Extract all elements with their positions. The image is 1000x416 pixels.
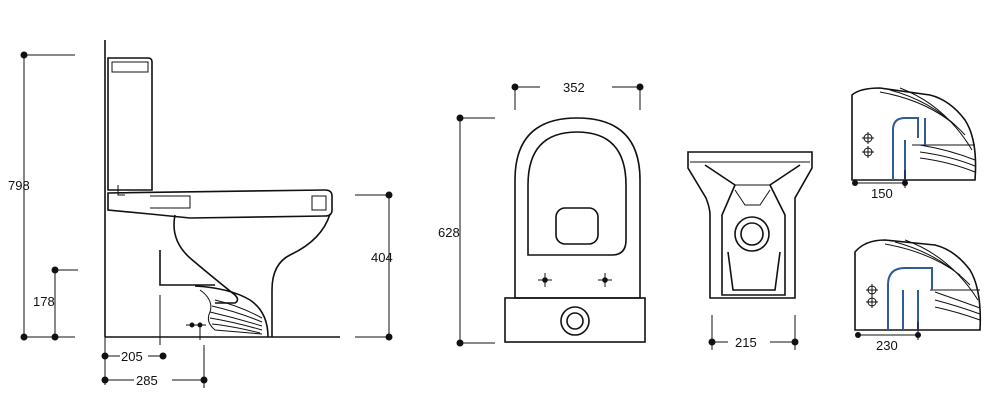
- dim-798-label: 798: [8, 178, 30, 193]
- detail-2-outlet-pipe: [887, 267, 933, 330]
- dim-detail-1: 150: [852, 170, 908, 201]
- fixing-holes: [538, 273, 612, 287]
- cistern: [107, 57, 153, 191]
- dim-230-label: 230: [876, 338, 898, 353]
- dim-width-top: 352: [511, 80, 644, 110]
- detail-2-outline: [854, 239, 982, 331]
- detail-1-ribs: [879, 87, 976, 173]
- dim-215-label: 215: [735, 335, 757, 350]
- seat-hinge: [311, 195, 327, 211]
- seat-detail: [150, 195, 191, 209]
- outlet-detail-1: 150: [851, 87, 977, 201]
- outlet-ribs: [199, 289, 263, 335]
- trap-inner: [734, 189, 771, 206]
- dim-404-label: 404: [371, 250, 393, 265]
- detail-1-outline: [851, 87, 977, 181]
- front-view: 215: [687, 151, 813, 350]
- cistern-detail: [117, 185, 125, 196]
- dim-150-label: 150: [871, 186, 893, 201]
- detail-1-outlet-pipe: [892, 117, 919, 180]
- dim-offset-205: 205: [101, 337, 167, 385]
- flush-button-outer: [560, 306, 590, 336]
- dim-height-total: 798: [8, 51, 75, 341]
- dim-205-label: 205: [121, 349, 143, 364]
- bowl-opening: [555, 207, 599, 245]
- bowl-inner: [173, 214, 239, 304]
- flush-button-inner: [566, 312, 584, 330]
- outlet-inner: [740, 222, 764, 246]
- dim-detail-2: 230: [855, 322, 921, 353]
- outlet-detail-2: 230: [854, 239, 982, 353]
- trap-outline: [704, 164, 801, 296]
- dim-height-bowl: 404: [355, 191, 393, 341]
- bowl-outline-top: [514, 117, 641, 299]
- trap-lower: [727, 251, 781, 291]
- detail-2-ribs: [884, 239, 981, 321]
- outlet-center-mark: [186, 322, 206, 340]
- dim-offset-285: 285: [101, 345, 208, 388]
- bowl-outer: [271, 213, 331, 337]
- pedestal-outline: [687, 151, 813, 299]
- top-view: 352 628: [438, 80, 646, 347]
- dim-length-top: 628: [438, 114, 495, 347]
- cistern-lid: [111, 61, 149, 73]
- toilet-seat: [107, 189, 333, 219]
- dim-width-front: 215: [708, 315, 799, 350]
- outlet-outer: [734, 216, 770, 252]
- detail-2-fixings: [866, 284, 878, 308]
- cistern-top: [504, 297, 646, 343]
- dim-628-label: 628: [438, 225, 460, 240]
- bowl-base-front: [159, 250, 215, 286]
- dim-352-label: 352: [563, 80, 585, 95]
- side-view: 798 178 404 205: [8, 40, 393, 388]
- dim-height-inlet: 178: [33, 266, 78, 341]
- dim-285-label: 285: [136, 373, 158, 388]
- trap-way: [194, 285, 269, 338]
- seat-outline-top: [527, 131, 627, 256]
- dim-178-label: 178: [33, 294, 55, 309]
- detail-1-fixings: [862, 132, 874, 158]
